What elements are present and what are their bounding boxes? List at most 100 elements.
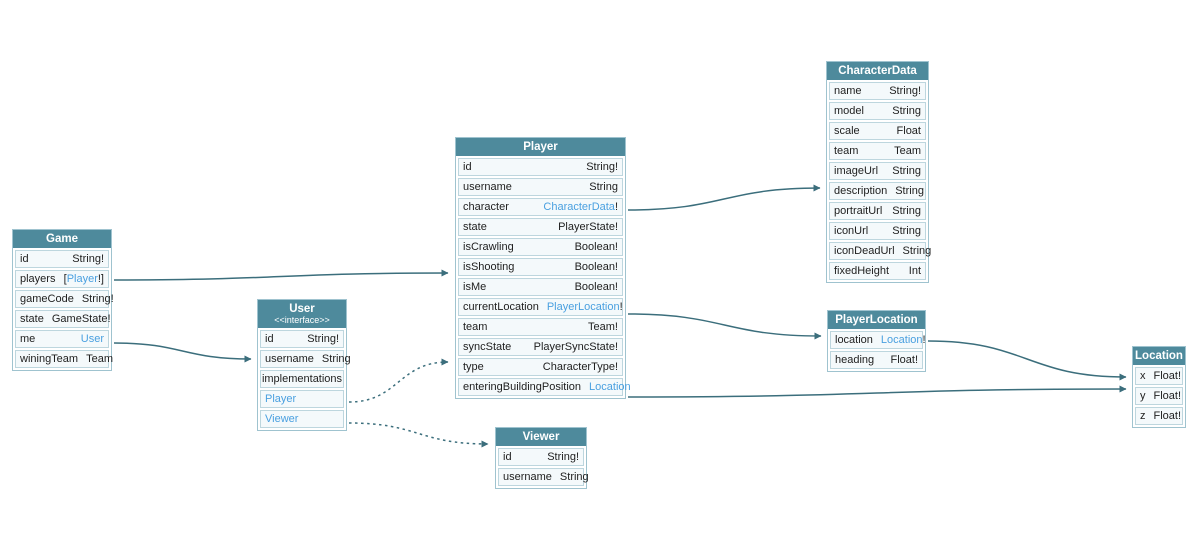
type-node-title[interactable]: Location bbox=[1133, 347, 1185, 365]
field-type: PlayerSyncState! bbox=[534, 339, 618, 355]
edge-Player.currentLocation-to-PlayerLocation bbox=[627, 313, 822, 340]
field-name: id bbox=[503, 451, 512, 463]
field-row[interactable]: id String! bbox=[498, 448, 584, 466]
field-type: Boolean! bbox=[575, 279, 618, 295]
field-type: Boolean! bbox=[575, 259, 618, 275]
field-row[interactable]: me User bbox=[15, 330, 109, 348]
type-wrapper-text: CharacterType! bbox=[542, 361, 618, 373]
implementation-row-Player[interactable]: Player bbox=[260, 390, 344, 408]
type-node-title[interactable]: Player bbox=[456, 138, 625, 156]
field-type: String! bbox=[72, 251, 104, 267]
implementation-row-Viewer[interactable]: Viewer bbox=[260, 410, 344, 428]
type-node-title[interactable]: PlayerLocation bbox=[828, 311, 925, 329]
type-wrapper-text: String! bbox=[307, 333, 339, 345]
type-wrapper-text: Boolean! bbox=[574, 241, 618, 253]
field-name: location bbox=[835, 334, 873, 346]
type-node-title[interactable]: CharacterData bbox=[827, 62, 928, 80]
type-wrapper-text: Float! bbox=[890, 354, 918, 366]
field-type: Location bbox=[589, 379, 631, 395]
field-row[interactable]: players[Player!] bbox=[15, 270, 109, 288]
field-name: iconDeadUrl bbox=[834, 245, 895, 257]
field-type: Team! bbox=[588, 319, 618, 335]
field-name: username bbox=[503, 471, 552, 483]
type-node-Viewer[interactable]: Viewer id String! username String bbox=[495, 427, 589, 489]
field-type: String bbox=[892, 203, 921, 219]
field-row[interactable]: team Team! bbox=[458, 318, 623, 336]
field-type: Team bbox=[86, 351, 113, 367]
type-node-title[interactable]: Game bbox=[13, 230, 111, 248]
type-node-title[interactable]: User<<interface>> bbox=[258, 300, 346, 328]
field-name: iconUrl bbox=[834, 225, 869, 237]
type-wrapper-text: Team bbox=[894, 145, 921, 157]
type-link[interactable]: Player bbox=[265, 393, 297, 405]
field-name: me bbox=[20, 333, 36, 345]
type-title-text: Viewer bbox=[522, 431, 560, 443]
type-title-text: User bbox=[289, 303, 315, 315]
field-name: currentLocation bbox=[463, 301, 539, 313]
type-link[interactable]: CharacterData bbox=[543, 201, 615, 213]
type-node-title[interactable]: Viewer bbox=[496, 428, 586, 446]
field-type: Float! bbox=[1154, 368, 1182, 384]
type-title-text: PlayerLocation bbox=[835, 314, 918, 326]
field-name: team bbox=[463, 321, 488, 333]
type-link[interactable]: Location bbox=[880, 334, 923, 346]
field-type: String! bbox=[547, 449, 579, 465]
type-link[interactable]: User bbox=[80, 333, 104, 345]
field-row[interactable]: syncState PlayerSyncState! bbox=[458, 338, 623, 356]
edge-Game.players-to-Player bbox=[113, 269, 449, 281]
field-name: syncState bbox=[463, 341, 512, 353]
type-wrapper-text: String bbox=[892, 105, 921, 117]
field-name: username bbox=[265, 353, 314, 365]
type-link[interactable]: Player bbox=[66, 273, 98, 285]
type-wrapper-text: String bbox=[559, 471, 589, 483]
type-link[interactable]: Location bbox=[589, 381, 631, 393]
field-row[interactable]: username String bbox=[498, 468, 589, 486]
field-name: imageUrl bbox=[834, 165, 879, 177]
type-wrapper-text: PlayerSyncState! bbox=[533, 341, 618, 353]
field-name: name bbox=[834, 85, 862, 97]
type-link[interactable]: Viewer bbox=[265, 413, 299, 425]
type-wrapper-text: String! bbox=[586, 161, 618, 173]
type-wrapper-text: Float! bbox=[1153, 410, 1182, 422]
type-link[interactable]: PlayerLocation bbox=[546, 301, 620, 313]
type-wrapper-text: Float! bbox=[1153, 390, 1182, 402]
edge-User.Viewer-to-Viewer bbox=[348, 422, 489, 448]
